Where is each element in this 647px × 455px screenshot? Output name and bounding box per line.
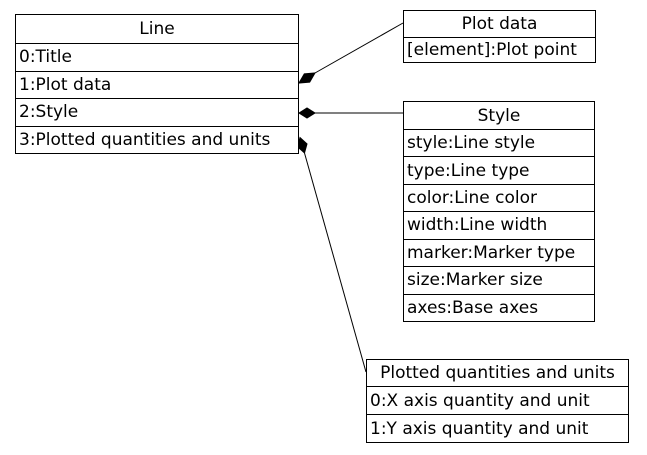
node-plotted-quantities-field-y: 1:Y axis quantity and unit	[367, 414, 628, 442]
node-style-field-style: style:Line style	[404, 129, 594, 156]
node-style-field-type: type:Line type	[404, 156, 594, 183]
node-plotted-quantities-title: Plotted quantities and units	[380, 363, 615, 383]
node-line-title: Line	[139, 19, 175, 39]
node-plot-data-title: Plot data	[461, 14, 538, 34]
edge-connector-line	[314, 22, 404, 74]
node-plot-data-field-element: [element]:Plot point	[404, 37, 595, 62]
composition-diamond-icon	[298, 72, 316, 84]
node-style-field-width: width:Line width	[404, 211, 594, 238]
node-plot-data: Plot data [element]:Plot point	[403, 10, 596, 63]
node-line-field-style: 2:Style	[16, 98, 298, 126]
edge-line-to-plotted-quantities	[296, 136, 367, 373]
composition-diamond-icon	[298, 107, 316, 119]
node-plotted-quantities-field-x: 0:X axis quantity and unit	[367, 386, 628, 414]
node-plotted-quantities: Plotted quantities and units 0:X axis qu…	[366, 359, 629, 443]
node-style-field-marker: marker:Marker type	[404, 238, 594, 266]
edge-connector-line	[304, 152, 367, 373]
node-line-field-title: 0:Title	[16, 43, 298, 71]
node-style-field-color: color:Line color	[404, 183, 594, 211]
node-line-field-plot-data: 1:Plot data	[16, 70, 298, 99]
node-style: Style style:Line style type:Line type co…	[403, 101, 595, 322]
edge-line-to-style	[298, 107, 403, 119]
node-line: Line 0:Title 1:Plot data 2:Style 3:Plott…	[15, 14, 299, 154]
node-style-field-axes: axes:Base axes	[404, 293, 594, 321]
node-style-title: Style	[477, 105, 521, 126]
edge-line-to-plot-data	[298, 22, 404, 84]
node-style-field-size: size:Marker size	[404, 266, 594, 293]
node-line-field-plotted-quantities: 3:Plotted quantities and units	[16, 125, 298, 154]
